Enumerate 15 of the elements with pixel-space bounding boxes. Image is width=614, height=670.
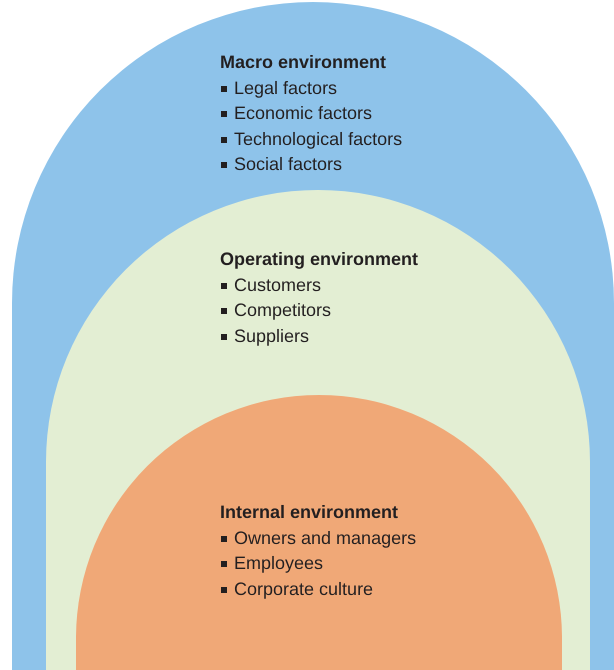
- section-heading: Operating environment: [220, 248, 418, 271]
- bullet-item: Technological factors: [220, 126, 402, 152]
- section-heading: Macro environment: [220, 51, 388, 74]
- bullet-item: Corporate culture: [220, 576, 416, 602]
- section-heading: Internal environment: [220, 501, 400, 524]
- bullet-item: Employees: [220, 551, 416, 576]
- bullet-item: Owners and managers: [220, 526, 416, 551]
- bullet-item: Economic factors: [220, 101, 402, 126]
- bullet-item: Legal factors: [220, 76, 402, 101]
- arch-band: [12, 2, 614, 670]
- bullet-item: Social factors: [220, 152, 402, 178]
- bullet-item: Competitors: [220, 298, 418, 324]
- arch-band: [46, 190, 590, 670]
- bullet-item: Customers: [220, 272, 418, 298]
- bullet-item: Suppliers: [220, 324, 418, 349]
